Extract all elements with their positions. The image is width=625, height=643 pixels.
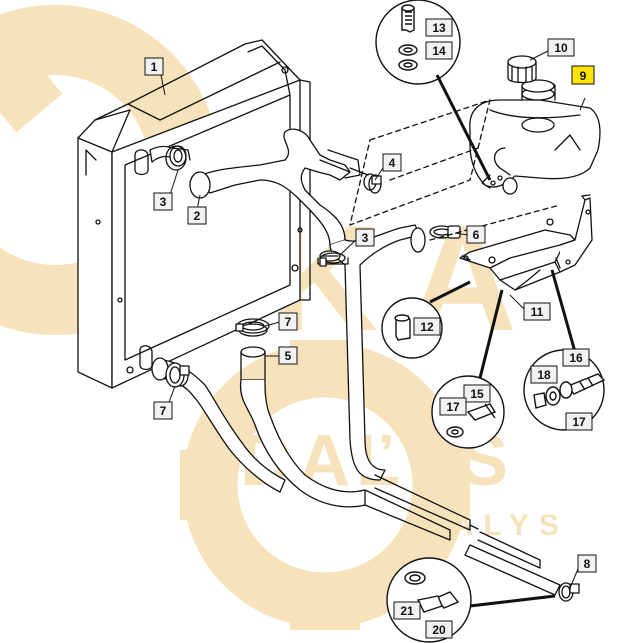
svg-text:3: 3 bbox=[362, 231, 369, 245]
hose-3-long bbox=[319, 224, 561, 596]
svg-text:14: 14 bbox=[432, 44, 446, 58]
callout-20[interactable]: 20 bbox=[425, 620, 453, 639]
svg-text:7: 7 bbox=[160, 404, 167, 418]
callout-2[interactable]: 2 bbox=[187, 206, 207, 225]
clamp-7-upper bbox=[235, 318, 270, 334]
svg-text:21: 21 bbox=[400, 604, 414, 618]
bracket bbox=[459, 194, 593, 291]
svg-text:17: 17 bbox=[572, 415, 586, 429]
svg-text:6: 6 bbox=[473, 228, 480, 242]
callout-13[interactable]: 13 bbox=[425, 18, 453, 37]
detail-circle-nut bbox=[381, 297, 443, 359]
svg-text:15: 15 bbox=[470, 387, 484, 401]
hose-upper-small bbox=[149, 145, 187, 167]
callout-5[interactable]: 5 bbox=[278, 346, 298, 365]
svg-text:8: 8 bbox=[584, 557, 591, 571]
callout-4[interactable]: 4 bbox=[382, 153, 402, 172]
tank-cap bbox=[507, 55, 537, 84]
svg-text:4: 4 bbox=[389, 156, 396, 170]
callout-14[interactable]: 14 bbox=[425, 41, 453, 60]
clamp-3-mid bbox=[317, 252, 349, 267]
clamp-6 bbox=[429, 225, 461, 239]
callout-6[interactable]: 6 bbox=[466, 225, 486, 244]
callout-1[interactable]: 1 bbox=[144, 57, 164, 76]
svg-text:9: 9 bbox=[580, 69, 587, 83]
callout-3-mid[interactable]: 3 bbox=[355, 228, 375, 247]
callout-8[interactable]: 8 bbox=[577, 554, 597, 573]
callout-11[interactable]: 11 bbox=[523, 302, 551, 321]
callout-7-lower[interactable]: 7 bbox=[153, 401, 173, 420]
callout-12[interactable]: 12 bbox=[413, 317, 441, 336]
callout-15[interactable]: 15 bbox=[463, 384, 491, 403]
callout-9[interactable]: 9 bbox=[571, 65, 595, 85]
callout-16[interactable]: 16 bbox=[562, 348, 590, 367]
clamp-4 bbox=[368, 174, 382, 194]
hose-2 bbox=[189, 128, 377, 246]
svg-text:3: 3 bbox=[160, 195, 167, 209]
svg-text:11: 11 bbox=[531, 305, 544, 319]
clamp-8 bbox=[558, 582, 580, 602]
svg-text:20: 20 bbox=[432, 623, 446, 637]
svg-text:1: 1 bbox=[151, 60, 158, 74]
svg-text:16: 16 bbox=[569, 351, 583, 365]
callout-10[interactable]: 10 bbox=[547, 38, 575, 57]
callout-3-upper[interactable]: 3 bbox=[153, 192, 173, 211]
callout-17-right[interactable]: 17 bbox=[565, 412, 593, 431]
watermark-gear-center bbox=[180, 340, 470, 630]
line-art bbox=[77, 39, 601, 602]
svg-text:18: 18 bbox=[537, 368, 551, 382]
svg-text:5: 5 bbox=[285, 349, 292, 363]
clamp-3-upper bbox=[165, 145, 191, 171]
svg-text:17: 17 bbox=[446, 400, 460, 414]
svg-text:10: 10 bbox=[554, 41, 568, 55]
callout-21[interactable]: 21 bbox=[393, 601, 421, 620]
svg-text:12: 12 bbox=[420, 320, 434, 334]
callout-labels: 1 3 2 3 4 6 7 5 bbox=[144, 18, 597, 639]
detail-circle-bolt-15 bbox=[431, 375, 505, 449]
leader-lines bbox=[429, 74, 577, 608]
callout-17-left[interactable]: 17 bbox=[439, 397, 467, 416]
callout-7-upper[interactable]: 7 bbox=[278, 312, 298, 331]
assembly-dashed-line bbox=[349, 99, 491, 226]
svg-text:13: 13 bbox=[432, 21, 446, 35]
svg-text:2: 2 bbox=[194, 209, 201, 223]
expansion-tank bbox=[469, 79, 601, 195]
clamp-7-lower bbox=[165, 362, 190, 388]
svg-text:7: 7 bbox=[285, 315, 292, 329]
callout-18[interactable]: 18 bbox=[530, 365, 558, 384]
